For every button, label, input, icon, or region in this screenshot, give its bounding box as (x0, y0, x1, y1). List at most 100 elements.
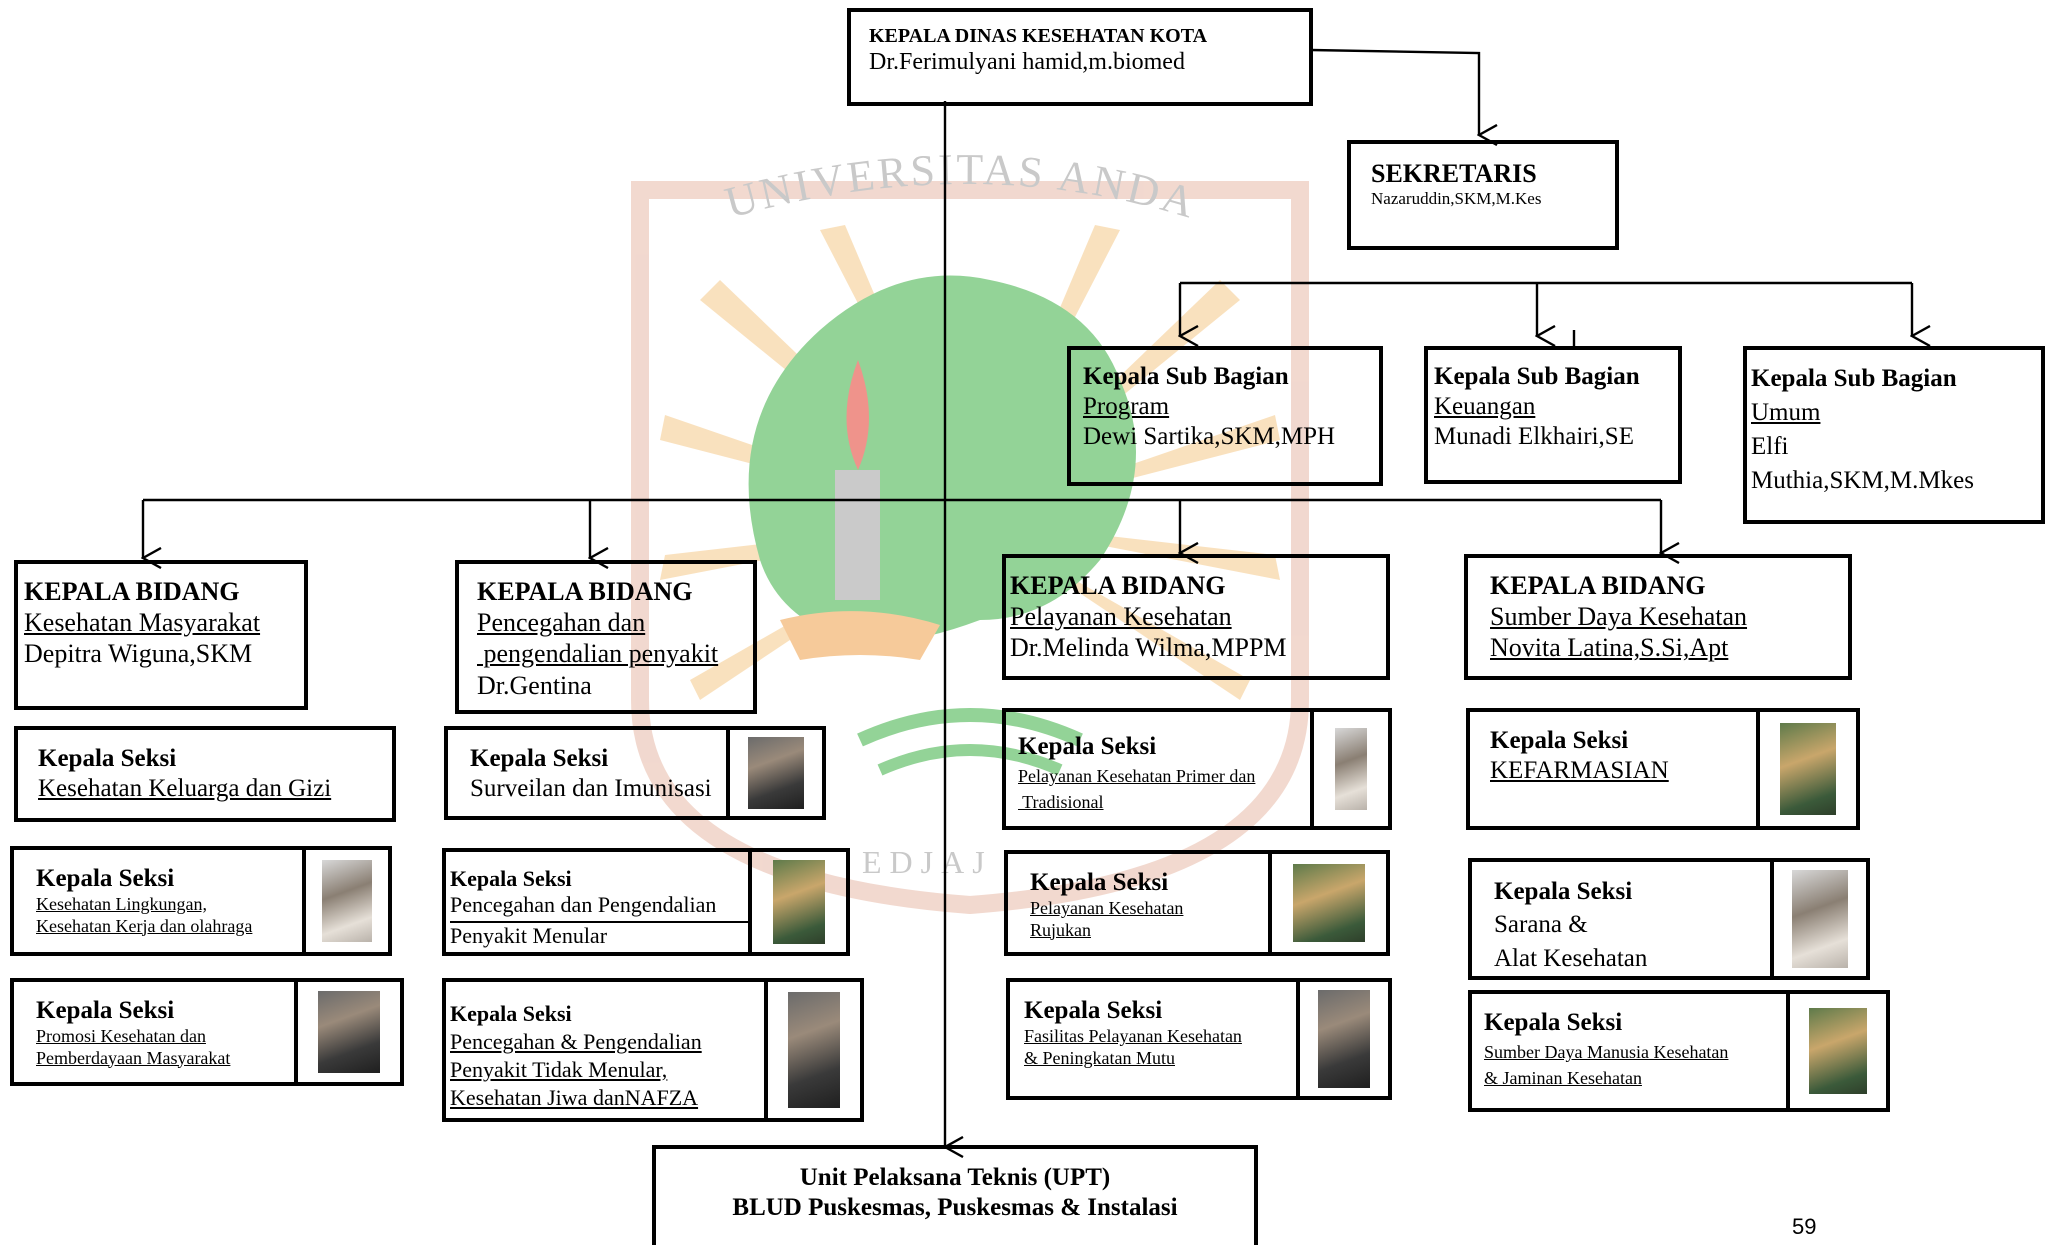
subbag-name: Dewi Sartika,SKM,MPH (1083, 423, 1336, 450)
official-photo (1296, 982, 1388, 1096)
subbag-name-line1: Elfi (1751, 433, 1789, 460)
seksi-label: Kepala Seksi (38, 745, 177, 772)
official-photo (1786, 994, 1886, 1108)
seksi-yankes-rujukan-box: Kepala Seksi Pelayanan Kesehatan Rujukan (1004, 850, 1390, 956)
seksi-yankes-primer-box: Kepala Seksi Pelayanan Kesehatan Primer … (1002, 708, 1392, 830)
bidang-p2p-box: KEPALA BIDANG Pencegahan dan pengendalia… (455, 560, 757, 714)
watermark-bottom-text: EDJAJ (862, 844, 993, 880)
seksi-unit-line3: Kesehatan Jiwa danNAFZA (450, 1085, 699, 1110)
seksi-unit-line1: Kesehatan Lingkungan, (36, 894, 207, 914)
seksi-label: Kepala Seksi (1484, 1009, 1623, 1036)
seksi-unit: Kesehatan Keluarga dan Gizi (38, 775, 332, 802)
sekretaris-box: SEKRETARIS Nazaruddin,SKM,M.Kes (1347, 140, 1619, 250)
subbag-keuangan-box: Kepala Sub Bagian Keuangan Munadi Elkhai… (1424, 346, 1682, 484)
seksi-unit-line2: Tradisional (1018, 791, 1104, 812)
page-number: 59 (1792, 1214, 1817, 1239)
seksi-unit-line2: Penyakit Tidak Menular, (450, 1057, 668, 1082)
bidang-yankes-box: KEPALA BIDANG Pelayanan Kesehatan Dr.Mel… (1002, 554, 1390, 680)
subbag-unit: Program (1083, 393, 1170, 420)
subbag-name-line2: Muthia,SKM,M.Mkes (1751, 467, 1974, 494)
bidang-name: Dr.Gentina (477, 670, 592, 700)
subbag-title: Kepala Sub Bagian (1434, 363, 1640, 390)
subbag-title: Kepala Sub Bagian (1083, 363, 1289, 390)
official-photo (1756, 712, 1856, 826)
seksi-label: Kepala Seksi (470, 745, 609, 772)
bidang-unit: Sumber Daya Kesehatan (1490, 602, 1748, 632)
bidang-unit-line1: Pencegahan dan (477, 608, 646, 638)
upt-line2: BLUD Puskesmas, Puskesmas & Instalasi (732, 1194, 1178, 1221)
seksi-kesga-gizi-box: Kepala Seksi Kesehatan Keluarga dan Gizi (14, 726, 396, 822)
bidang-name: Novita Latina,S.Si,Apt (1490, 633, 1729, 663)
seksi-label: Kepala Seksi (1018, 733, 1157, 760)
subbag-umum-box: Kepala Sub Bagian Umum Elfi Muthia,SKM,M… (1743, 346, 2045, 524)
seksi-p2ptm-box: Kepala Seksi Pencegahan & Pengendalian P… (442, 978, 864, 1122)
official-photo (1268, 854, 1386, 952)
seksi-unit-line2: & Peningkatan Mutu (1024, 1047, 1175, 1068)
kepala-dinas-title: KEPALA DINAS KESEHATAN KOTA (869, 25, 1208, 47)
official-photo (1310, 712, 1388, 826)
upt-line1: Unit Pelaksana Teknis (UPT) (799, 1164, 1111, 1191)
seksi-unit: KEFARMASIAN (1490, 757, 1669, 784)
seksi-unit-line1: Fasilitas Pelayanan Kesehatan (1024, 1026, 1242, 1046)
seksi-p2pm-box: Kepala Seksi Pencegahan dan Pengendalian… (442, 848, 850, 956)
seksi-surveilan-box: Kepala Seksi Surveilan dan Imunisasi (444, 726, 826, 820)
seksi-promkes-box: Kepala Seksi Promosi Kesehatan dan Pembe… (10, 978, 404, 1086)
official-photo (764, 982, 860, 1118)
seksi-kefarmasian-box: Kepala Seksi KEFARMASIAN (1466, 708, 1860, 830)
seksi-unit-line2: Rujukan (1030, 919, 1091, 940)
bidang-kesmas-box: KEPALA BIDANG Kesehatan Masyarakat Depit… (14, 560, 308, 710)
official-photo (748, 852, 846, 952)
official-photo (1770, 862, 1866, 976)
sekretaris-name: Nazaruddin,SKM,M.Kes (1371, 189, 1542, 209)
bidang-sdk-box: KEPALA BIDANG Sumber Daya Kesehatan Novi… (1464, 554, 1852, 680)
upt-box: Unit Pelaksana Teknis (UPT) BLUD Puskesm… (652, 1145, 1258, 1245)
subbag-unit: Umum (1751, 399, 1821, 426)
seksi-fasyankes-box: Kepala Seksi Fasilitas Pelayanan Kesehat… (1006, 978, 1392, 1100)
kepala-dinas-name: Dr.Ferimulyani hamid,m.biomed (869, 49, 1185, 75)
official-photo (294, 982, 400, 1082)
bidang-unit: Pelayanan Kesehatan (1010, 602, 1232, 632)
seksi-unit-line2: & Jaminan Kesehatan (1484, 1067, 1642, 1088)
seksi-unit-line2: Kesehatan Kerja dan olahraga (36, 915, 253, 936)
seksi-label: Kepala Seksi (36, 997, 175, 1024)
subbag-name: Munadi Elkhairi,SE (1434, 423, 1634, 450)
seksi-label: Kepala Seksi (1024, 997, 1163, 1024)
kepala-dinas-box: KEPALA DINAS KESEHATAN KOTA Dr.Ferimulya… (847, 8, 1313, 106)
seksi-sdmk-box: Kepala Seksi Sumber Daya Manusia Kesehat… (1468, 990, 1890, 1112)
bidang-title: KEPALA BIDANG (24, 577, 240, 606)
seksi-kesling-box: Kepala Seksi Kesehatan Lingkungan, Keseh… (10, 846, 392, 956)
seksi-label: Kepala Seksi (1490, 727, 1629, 754)
seksi-unit-line1: Promosi Kesehatan dan (36, 1026, 206, 1046)
seksi-label: Kepala Seksi (450, 1001, 572, 1026)
subbag-unit: Keuangan (1434, 393, 1536, 420)
official-photo (726, 730, 822, 816)
seksi-label: Kepala Seksi (1030, 869, 1169, 896)
bidang-unit: Kesehatan Masyarakat (24, 608, 261, 638)
bidang-unit-line2: pengendalian penyakit (477, 639, 719, 669)
seksi-unit-line1: Pencegahan dan Pengendalian (450, 892, 717, 918)
seksi-unit-line2: Penyakit Menular (450, 920, 750, 949)
shield-outline (631, 181, 1309, 915)
seksi-unit-line2: Pemberdayaan Masyarakat (36, 1047, 231, 1068)
seksi-sarana-alkes-box: Kepala Seksi Sarana & Alat Kesehatan (1468, 858, 1870, 980)
seksi-label: Kepala Seksi (1494, 878, 1633, 905)
bidang-title: KEPALA BIDANG (477, 577, 693, 606)
seksi-unit-line1: Pencegahan & Pengendalian (450, 1029, 702, 1054)
seksi-unit: Surveilan dan Imunisasi (470, 775, 712, 802)
seksi-label: Kepala Seksi (36, 865, 175, 892)
seksi-unit-line1: Sarana & (1494, 911, 1588, 938)
seksi-unit-line1: Pelayanan Kesehatan Primer dan (1018, 766, 1256, 786)
seksi-unit-line1: Sumber Daya Manusia Kesehatan (1484, 1042, 1729, 1062)
official-photo (302, 850, 388, 952)
bidang-title: KEPALA BIDANG (1010, 571, 1226, 600)
subbag-program-box: Kepala Sub Bagian Program Dewi Sartika,S… (1067, 346, 1383, 486)
seksi-unit-line1: Pelayanan Kesehatan (1030, 898, 1184, 918)
seksi-unit-line2: Alat Kesehatan (1494, 945, 1648, 972)
bidang-title: KEPALA BIDANG (1490, 571, 1706, 600)
flame-shape (846, 360, 869, 470)
bidang-name: Depitra Wiguna,SKM (24, 639, 253, 669)
seksi-label: Kepala Seksi (450, 866, 572, 891)
bidang-name: Dr.Melinda Wilma,MPPM (1010, 633, 1287, 663)
